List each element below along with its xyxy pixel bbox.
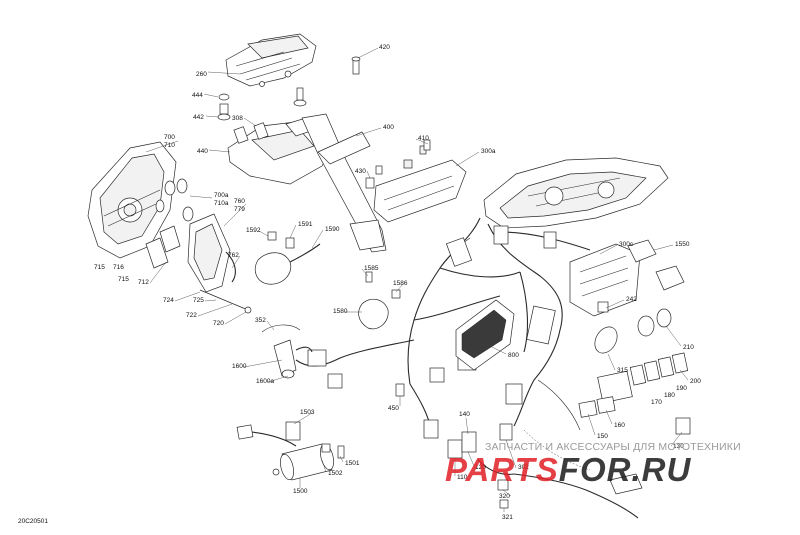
top-cover-part [225, 33, 317, 87]
callout-715-a: 715 [94, 264, 105, 271]
callout-779: 779 [234, 206, 245, 213]
callout-1501: 1501 [345, 460, 360, 467]
callout-1591: 1591 [298, 221, 313, 228]
callout-302: 302 [518, 464, 529, 471]
watermark-logo-for: FOR.RU [558, 451, 692, 488]
callout-1586: 1586 [393, 280, 408, 287]
leader-lines [145, 47, 689, 512]
callout-450: 450 [388, 405, 399, 412]
callout-315: 315 [617, 367, 628, 374]
callout-712: 712 [138, 279, 149, 286]
callout-1600: 1600 [232, 363, 247, 370]
callout-442: 442 [193, 114, 204, 121]
bulb-stack-part [145, 178, 194, 269]
mounting-bracket-part [227, 117, 337, 185]
instrument-cluster-part [455, 299, 515, 371]
callout-320: 320 [499, 493, 510, 500]
callout-120: 120 [475, 464, 486, 471]
sensor-mount-parts [358, 271, 401, 330]
callout-150: 150 [597, 433, 608, 440]
round-sensor-parts [594, 301, 672, 354]
callout-716: 716 [113, 264, 124, 271]
watermark-tagline: ЗАПЧАСТИ И АКСЕССУАРЫ ДЛЯ МОТОТЕХНИКИ [485, 441, 741, 453]
callout-430: 430 [355, 168, 366, 175]
lower-left-sensor-part [261, 324, 313, 379]
callout-1592: 1592 [246, 227, 261, 234]
watermark-logo-parts: PARTS [445, 451, 559, 488]
callout-260: 260 [196, 71, 207, 78]
callout-210: 210 [683, 344, 694, 351]
control-module-part [569, 243, 641, 317]
callout-321: 321 [502, 514, 513, 521]
callout-180: 180 [664, 392, 675, 399]
callout-724: 724 [163, 297, 174, 304]
callout-308: 308 [232, 115, 243, 122]
callout-700a: 700a [214, 192, 229, 199]
callout-1550: 1550 [675, 241, 690, 248]
callout-720: 720 [213, 320, 224, 327]
callout-715-b: 715 [118, 276, 129, 283]
callout-800: 800 [508, 352, 519, 359]
callout-725: 725 [193, 297, 204, 304]
callout-1585: 1585 [364, 265, 379, 272]
callout-440: 440 [197, 148, 208, 155]
callout-300c: 300c [619, 241, 634, 248]
partsfor-watermark: ЗАПЧАСТИ И АКСЕССУАРЫ ДЛЯ МОТОТЕХНИКИ PA… [445, 441, 795, 501]
fastener-parts [217, 56, 361, 121]
callout-1600a: 1600a [256, 378, 274, 385]
callout-352: 352 [255, 317, 266, 324]
long-bracket-part [301, 113, 387, 253]
lower-connector-parts [447, 423, 643, 519]
starter-relay-assembly-part [236, 421, 345, 481]
right-headlight-frame-part [483, 157, 669, 229]
left-sensor-part [254, 231, 321, 285]
callout-410: 410 [418, 135, 429, 142]
callout-400: 400 [383, 124, 394, 131]
switch-connector-parts [578, 396, 691, 435]
callout-130: 130 [673, 443, 684, 450]
callout-710a: 710a [214, 200, 229, 207]
callout-1503: 1503 [300, 409, 315, 416]
callout-700: 700 [164, 134, 175, 141]
callout-722: 722 [186, 312, 197, 319]
left-headlight-assembly-part [87, 141, 177, 259]
callout-200: 200 [690, 378, 701, 385]
callout-242: 242 [626, 296, 637, 303]
callout-710: 710 [164, 142, 175, 149]
headlight-actuator-part [187, 213, 252, 314]
fuse-connector-strip-part [373, 145, 467, 223]
callout-160: 160 [614, 422, 625, 429]
main-wiring-harness-part [295, 217, 591, 439]
callout-1580: 1580 [333, 308, 348, 315]
callout-420: 420 [379, 44, 390, 51]
callout-190: 190 [676, 385, 687, 392]
callout-444: 444 [192, 92, 203, 99]
callout-300a: 300a [481, 148, 496, 155]
callout-170: 170 [651, 399, 662, 406]
callout-140: 140 [459, 411, 470, 418]
watermark-logo: PARTSFOR.RU [445, 451, 691, 489]
callout-110: 110 [457, 474, 468, 481]
callout-labels: 420 260 444 442 308 400 410 700 710 440 … [94, 44, 701, 521]
callout-760: 760 [234, 198, 245, 205]
callout-1502: 1502 [328, 470, 343, 477]
callout-762: 762 [228, 252, 239, 259]
relay-parts [627, 239, 685, 291]
diagram-reference-code: 20C20501 [18, 518, 48, 525]
callout-1500: 1500 [293, 488, 308, 495]
callout-1590: 1590 [325, 226, 340, 233]
switch-cluster-part [597, 352, 689, 404]
